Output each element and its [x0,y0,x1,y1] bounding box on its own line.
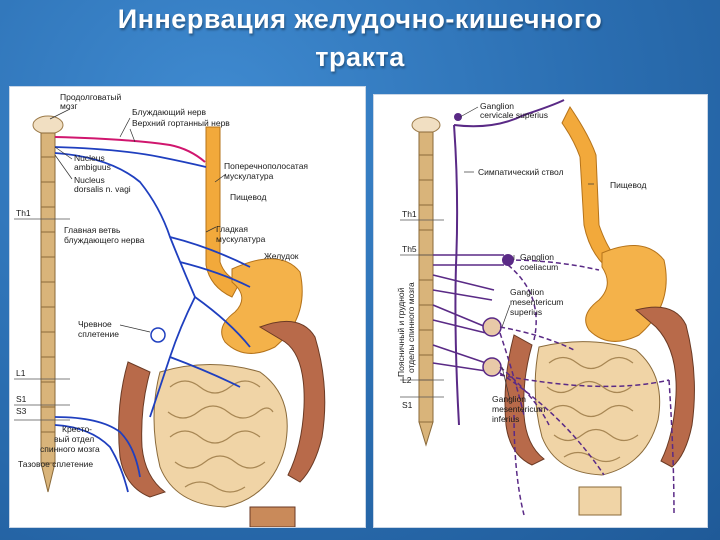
preganglionic-fibers [432,254,504,372]
label-pelvic-plexus: Тазовое сплетение [18,459,93,469]
label-main-branch-1: Главная ветвь [64,225,121,235]
sympathetic-ganglia [454,113,514,377]
label-th1: Th1 [16,208,31,218]
label-vertical-2: отделы спинного мозга [406,282,416,373]
label-esophagus: Пищевод [610,180,646,190]
label-main-branch-2: блуждающего нерва [64,235,145,245]
stomach-shape [585,244,667,342]
label-nucleus-2: ambiguus [74,162,111,172]
label-nucleus-1: Nucleus [74,153,105,163]
label-mes-sup-1: Ganglion [510,287,544,297]
slide-title-line-1: Иннервация желудочно-кишечного [117,4,603,34]
level-lines [14,218,70,421]
postganglionic-fibers [499,259,675,516]
label-smooth-1: Гладкая [216,224,248,234]
label-mes-inf-2: mesentericum [492,404,545,414]
label-nucleus-3: Nucleus [74,175,105,185]
label-sympathetic-trunk: Симпатический ствол [478,167,564,177]
slide-title-line-2: тракта [315,42,405,72]
esophagus-shape [561,106,615,266]
colon-descending-shape [634,306,695,468]
label-esophagus: Пищевод [230,192,266,202]
label-celiac-1: Чревное [78,319,112,329]
label-s3: S3 [16,406,27,416]
label-s1: S1 [16,394,27,404]
sympathetic-diagram: Ganglion cervicale superius Симпатически… [396,99,695,516]
parasympathetic-diagram-panel: Продолговатый мозг Блуждающий нерв Верхн… [9,86,366,528]
label-stomach: Желудок [264,251,299,261]
label-mes-sup-3: superius [510,307,542,317]
label-sacral-1: Кресто- [62,424,92,434]
ganglion-mesentericum-inferius-node [482,357,502,377]
ganglion-cervicale-node [454,113,462,121]
label-mes-inf-1: Ganglion [492,394,526,404]
ganglion-mesentericum-superius-node [482,317,502,337]
spinal-cord [32,115,64,493]
rectum-shape [249,506,296,528]
intestine-loops [546,356,639,463]
label-coeliac-1: Ganglion [520,252,554,262]
label-medulla-1: Продолговатый [60,92,121,102]
rectum-shape [578,486,622,516]
celiac-plexus-marker [150,327,166,343]
label-th5: Th5 [402,244,417,254]
label-striated-1: Поперечнополосатая [224,161,308,171]
sympathetic-diagram-panel: Ganglion cervicale superius Симпатически… [373,94,708,528]
colon-ascending-shape [118,361,167,498]
small-intestine-shape [534,341,661,476]
label-l2: L2 [402,375,412,385]
pointer-lines [49,108,227,333]
colon-descending-shape [258,320,326,483]
label-vagus-nerve: Блуждающий нерв [132,107,207,117]
label-mes-inf-3: inferius [492,414,519,424]
label-mes-sup-2: mesentericum [510,297,563,307]
label-nucleus-4: dorsalis n. vagi [74,184,131,194]
label-s1: S1 [402,400,413,410]
label-coeliac-2: coeliacum [520,262,558,272]
label-cervical-1: Ganglion [480,101,514,111]
vagus-nerve [54,146,251,493]
label-sacral-3: спинного мозга [40,444,100,454]
spinal-cord [411,116,441,447]
laryngeal-nerve [54,136,206,163]
label-vertical-1: Поясничный и грудной [396,287,406,377]
label-l1: L1 [16,368,26,378]
small-intestine-shape [153,364,288,508]
label-th1: Th1 [402,209,417,219]
label-striated-2: мускулатура [224,171,274,181]
level-lines [400,219,444,398]
label-celiac-2: сплетение [78,329,119,339]
label-cervical-2: cervicale superius [480,110,548,120]
intestine-loops [167,380,274,493]
label-laryngeal-nerve: Верхний гортанный нерв [132,118,230,128]
parasympathetic-diagram: Продолговатый мозг Блуждающий нерв Верхн… [14,92,326,528]
pointer-lines [459,106,594,401]
label-medulla-2: мозг [60,101,77,111]
label-sacral-2: вый отдел [54,434,94,444]
label-smooth-2: мускулатура [216,234,266,244]
